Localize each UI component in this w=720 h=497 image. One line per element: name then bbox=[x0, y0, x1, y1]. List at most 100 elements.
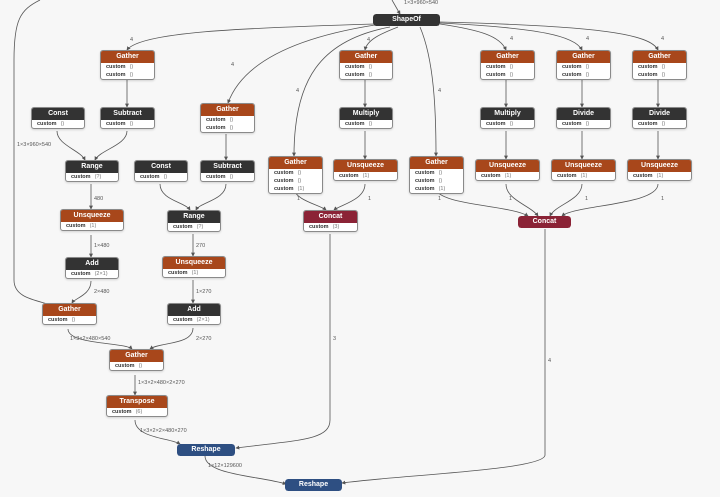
attribute-name: custom bbox=[638, 72, 658, 78]
attribute-name: custom bbox=[37, 121, 57, 127]
attribute-value: () bbox=[297, 178, 302, 184]
node-concat[interactable]: Concat bbox=[518, 216, 571, 228]
node-attribute-row: custom() bbox=[340, 120, 392, 128]
node-attribute-row: custom() bbox=[410, 177, 463, 185]
node-title: Gather bbox=[557, 51, 610, 63]
node-attribute-row: custom() bbox=[43, 316, 96, 324]
node-title: Unsqueeze bbox=[628, 160, 691, 172]
attribute-value: () bbox=[661, 121, 666, 127]
node-attribute-row: custom() bbox=[633, 120, 686, 128]
attribute-name: custom bbox=[274, 186, 294, 192]
attribute-name: custom bbox=[173, 224, 193, 230]
edge-add2-gatherm bbox=[149, 327, 194, 350]
node-reshape[interactable]: Reshape bbox=[177, 444, 235, 456]
node-attribute-row: custom() bbox=[340, 71, 392, 79]
node-attribute-row: custom() bbox=[101, 120, 154, 128]
edge-shapeof-gather7 bbox=[439, 22, 583, 51]
node-attribute-row: custom() bbox=[32, 120, 84, 128]
attribute-name: custom bbox=[115, 363, 135, 369]
edge-label: 4 bbox=[438, 88, 442, 94]
node-title: Subtract bbox=[201, 161, 254, 173]
node-attribute-row: custom(1) bbox=[410, 185, 463, 193]
attribute-value: () bbox=[509, 121, 514, 127]
edge-reshape1-reshape2 bbox=[204, 455, 287, 485]
node-title: Reshape bbox=[177, 444, 235, 456]
attribute-value: () bbox=[585, 121, 590, 127]
node-title: Gather bbox=[201, 104, 254, 116]
attribute-value: () bbox=[368, 64, 373, 70]
edge-label: 4 bbox=[296, 88, 300, 94]
attribute-name: custom bbox=[206, 117, 226, 123]
edge-label: 3 bbox=[333, 336, 337, 342]
edge-label: 1 bbox=[661, 196, 665, 202]
node-attribute-row: custom() bbox=[269, 169, 322, 177]
edge-label: 480 bbox=[94, 196, 104, 202]
node-attribute-row: custom() bbox=[201, 116, 254, 124]
node-attribute-row: custom(1) bbox=[628, 172, 691, 180]
edge-label: 270 bbox=[196, 243, 206, 249]
attribute-name: custom bbox=[206, 125, 226, 131]
edge-input-top bbox=[391, 0, 401, 15]
edge-gatherl-gatherm bbox=[67, 328, 133, 350]
node-title: Gather bbox=[340, 51, 392, 63]
attribute-value: (?) bbox=[94, 174, 102, 180]
edge-label: 1×270 bbox=[196, 289, 212, 295]
edge-label: 2×480 bbox=[94, 289, 110, 295]
attribute-value: () bbox=[585, 72, 590, 78]
node-attribute-row: custom() bbox=[481, 63, 534, 71]
node-attribute-row: custom(1) bbox=[61, 222, 123, 230]
edge-label: 1×12×129600 bbox=[208, 463, 242, 469]
attribute-value: (1) bbox=[504, 173, 512, 179]
node-attribute-row: custom(1) bbox=[552, 172, 615, 180]
node-reshape[interactable]: Reshape bbox=[285, 479, 342, 491]
node-attribute-row: custom() bbox=[101, 63, 154, 71]
attribute-name: custom bbox=[415, 186, 435, 192]
node-attribute-row: custom(?) bbox=[168, 223, 220, 231]
node-attribute-row: custom() bbox=[481, 120, 534, 128]
attribute-name: custom bbox=[562, 121, 582, 127]
node-attribute-row: custom() bbox=[340, 63, 392, 71]
attribute-name: custom bbox=[309, 224, 329, 230]
attribute-value: () bbox=[368, 72, 373, 78]
attribute-value: (1) bbox=[191, 270, 199, 276]
node-attribute-row: custom(6) bbox=[107, 408, 167, 416]
attribute-name: custom bbox=[345, 72, 365, 78]
node-shapeof[interactable]: ShapeOf bbox=[373, 14, 440, 26]
attribute-name: custom bbox=[481, 173, 501, 179]
edge-unsq5-concat2 bbox=[549, 183, 583, 217]
attribute-name: custom bbox=[106, 72, 126, 78]
node-attribute-row: custom() bbox=[269, 177, 322, 185]
node-attribute-row: custom(1) bbox=[269, 185, 322, 193]
attribute-name: custom bbox=[415, 170, 435, 176]
